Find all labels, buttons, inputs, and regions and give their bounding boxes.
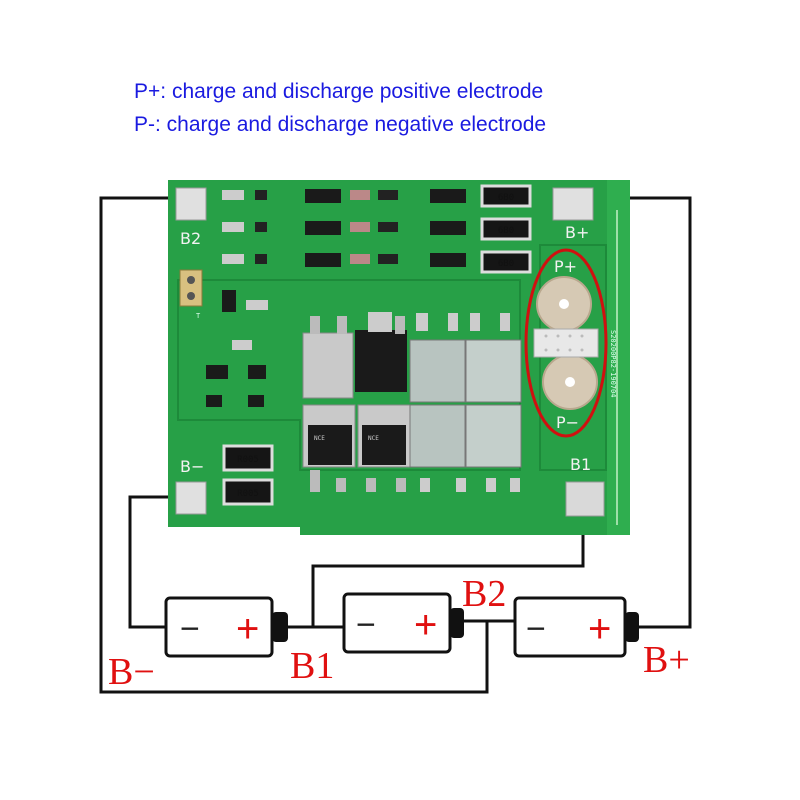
mosfet-top-pins	[416, 313, 510, 331]
pcb-label-b-plus: B+	[565, 223, 589, 242]
mosfet-bottom-pins	[420, 478, 520, 492]
wire-label-b-minus: B−	[108, 651, 155, 693]
pcb-edge-strip	[607, 180, 630, 535]
pad-b-plus	[552, 187, 594, 221]
mosfet-heatpad-2	[465, 339, 522, 403]
pcb-label-p-plus: P+	[554, 257, 577, 276]
thermistor-connector	[179, 269, 203, 307]
pad-p-minus-hole	[565, 377, 575, 387]
resistor-r005-1: R005	[222, 444, 274, 472]
pad-b1	[565, 481, 605, 517]
wire-label-b-plus: B+	[643, 639, 690, 681]
resistor-r005-2: R005	[222, 478, 274, 506]
pcb-label-b1: B1	[570, 455, 591, 474]
mosfet-bottom-left: NCE	[302, 404, 356, 492]
wire-b-plus	[585, 196, 692, 629]
pad-p-plus-hole	[559, 299, 569, 309]
battery-3: − +	[513, 596, 639, 658]
mosfet-heatpad-3	[409, 404, 466, 468]
battery-3-minus: −	[526, 610, 546, 648]
resistor-6b0-3: 6B0	[480, 250, 532, 274]
mosfet-top-left	[302, 316, 354, 399]
battery-2-plus: +	[414, 603, 437, 647]
mosfet-bottom-center: NCE	[357, 404, 411, 492]
svg-text:6B0: 6B0	[498, 226, 514, 236]
svg-text:R005: R005	[237, 455, 259, 465]
pcb-silk-code: S20200P82-190704	[609, 330, 617, 397]
mosfet-heatpad-4	[465, 404, 522, 468]
pcb-label-p-minus: P−	[556, 413, 579, 432]
svg-text:R005: R005	[237, 489, 259, 499]
wire-label-b2: B2	[462, 573, 506, 615]
battery-2: − +	[342, 592, 464, 654]
svg-text:NCE: NCE	[368, 435, 379, 442]
pad-b-minus	[175, 481, 207, 515]
p-terminals-highlight	[524, 248, 608, 438]
legend-p-plus: P+: charge and discharge positive electr…	[134, 80, 544, 103]
svg-text:NCE: NCE	[314, 435, 325, 442]
wire-label-b1: B1	[290, 645, 334, 687]
svg-text:6B0: 6B0	[498, 193, 514, 203]
small-ic-left	[206, 290, 268, 407]
legend-p-minus: P-: charge and discharge negative electr…	[134, 113, 547, 136]
battery-1-plus: +	[236, 607, 259, 651]
battery-1-minus: −	[180, 610, 200, 648]
pcb-trace-outline	[177, 279, 521, 471]
mosfet-heatpad-1	[409, 339, 466, 403]
battery-1: − +	[164, 596, 288, 658]
pcb-trace-outline-right	[539, 244, 607, 471]
resistor-6b0-2: 6B0	[480, 217, 532, 241]
pad-b2	[175, 187, 207, 221]
smd-row-3	[222, 253, 466, 267]
wire-b2	[99, 196, 489, 694]
smd-row-1	[222, 189, 466, 203]
pcb-label-b2: B2	[180, 229, 201, 248]
pcb-board: 6B0 6B0 6B0 R005 R005	[168, 180, 630, 535]
svg-text:6B0: 6B0	[498, 259, 514, 269]
battery-3-plus: +	[588, 607, 611, 651]
connector-strip	[533, 328, 599, 358]
pcb-label-b-minus: B−	[180, 457, 204, 476]
connector-dots	[544, 334, 584, 352]
wire-b-minus	[128, 495, 185, 629]
pcb-label-t: T	[196, 312, 201, 320]
resistor-6b0-1: 6B0	[480, 184, 532, 208]
battery-2-minus: −	[356, 606, 376, 644]
smd-row-2	[222, 221, 466, 235]
mosfet-top-center	[355, 312, 407, 392]
